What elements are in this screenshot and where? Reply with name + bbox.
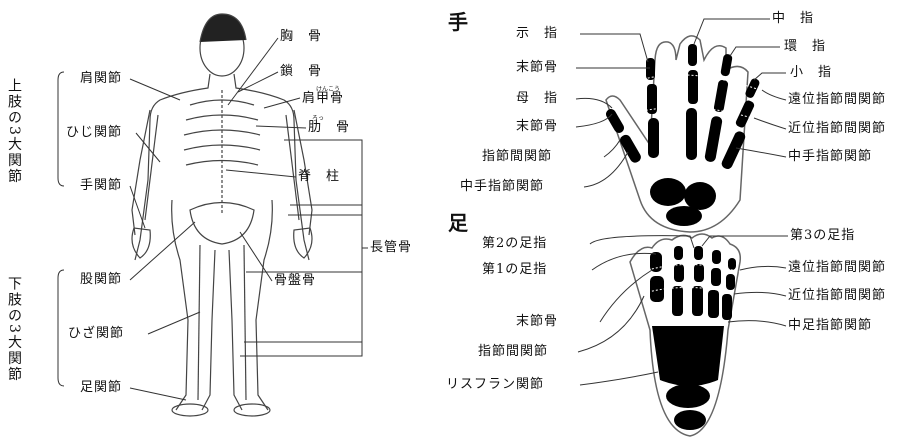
- dip-joint-label: 遠位指節間関節: [788, 93, 886, 107]
- distal-phalanx-thumb-label: 末節骨: [516, 61, 558, 75]
- toe5-proximal: [722, 294, 732, 320]
- distal-phalanx-label: 末節骨: [516, 120, 558, 134]
- dip-joint-foot-label: 遠位指節間関節: [788, 261, 886, 275]
- spine-label: 脊 柱: [298, 170, 340, 184]
- long-bone-label: 長管骨: [370, 241, 412, 255]
- toe2-proximal: [672, 286, 683, 316]
- ip-foot-leader: [578, 296, 644, 352]
- mtp-foot-leader: [728, 321, 786, 326]
- toe4-middle: [711, 268, 721, 286]
- metatarsals: [652, 326, 724, 386]
- hip-joint-label: 股関節: [80, 273, 122, 287]
- toe4-proximal: [708, 290, 719, 318]
- toe5-distal: [728, 258, 736, 270]
- toe2-distal: [674, 246, 683, 260]
- tarsal-2: [674, 410, 706, 430]
- knee-joint-label: ひざ関節: [68, 327, 124, 341]
- elbow-joint-label: ひじ関節: [66, 126, 122, 140]
- little-finger-label: 小 指: [790, 66, 832, 80]
- lower-group-label: 下肢の3大関節: [6, 276, 22, 383]
- dip-foot-leader: [740, 266, 786, 270]
- rib-label: 肋 骨: [308, 121, 350, 135]
- toe4-distal: [712, 250, 721, 264]
- toe3-proximal: [692, 286, 703, 316]
- shoulder-joint-label: 肩関節: [80, 72, 122, 86]
- toe5-middle: [726, 274, 735, 290]
- lisfranc-leader: [580, 372, 658, 385]
- ip-joint-foot-label: 指節間関節: [478, 345, 548, 359]
- third-toe-label: 第3の足指: [790, 229, 855, 243]
- pelvis-label: 骨盤骨: [274, 274, 316, 288]
- foot-title: 足: [448, 207, 468, 236]
- toe1-proximal: [650, 276, 664, 302]
- clavicle-label: 鎖 骨: [280, 65, 322, 79]
- second-toe-label: 第2の足指: [482, 237, 547, 251]
- wrist-joint-label: 手関節: [80, 179, 122, 193]
- pip-joint-label: 近位指節間関節: [788, 122, 886, 136]
- toe3-middle: [694, 264, 704, 282]
- distal-phalanx-foot-label: 末節骨: [516, 315, 558, 329]
- ring-finger-label: 環 指: [784, 40, 826, 54]
- lisfranc-joint-label: リスフラン関節: [446, 378, 544, 392]
- hand-title: 手: [448, 6, 468, 35]
- pip-foot-leader: [734, 292, 786, 296]
- index-finger-label: 示 指: [516, 27, 558, 41]
- sternum-label: 胸 骨: [280, 30, 322, 44]
- mcp-joint-right-label: 中手指節関節: [788, 150, 872, 164]
- pip-joint-foot-label: 近位指節間関節: [788, 289, 886, 303]
- mtp-joint-label: 中足指節関節: [788, 319, 872, 333]
- scapula-label: 肩甲骨: [302, 92, 344, 106]
- toe1-distal: [650, 252, 662, 272]
- middle-finger-label: 中 指: [772, 12, 814, 26]
- tarsal-1: [666, 384, 710, 408]
- upper-group-label: 上肢の3大関節: [6, 78, 22, 185]
- first-toe-label: 第1の足指: [482, 263, 547, 277]
- ankle-joint-label: 足関節: [80, 381, 122, 395]
- ip-joint-label: 指節間関節: [482, 150, 552, 164]
- mcp-joint-label: 中手指節関節: [460, 180, 544, 194]
- thumb-label: 母 指: [516, 92, 558, 106]
- toe3-distal: [694, 246, 703, 260]
- toe2-middle: [674, 264, 684, 282]
